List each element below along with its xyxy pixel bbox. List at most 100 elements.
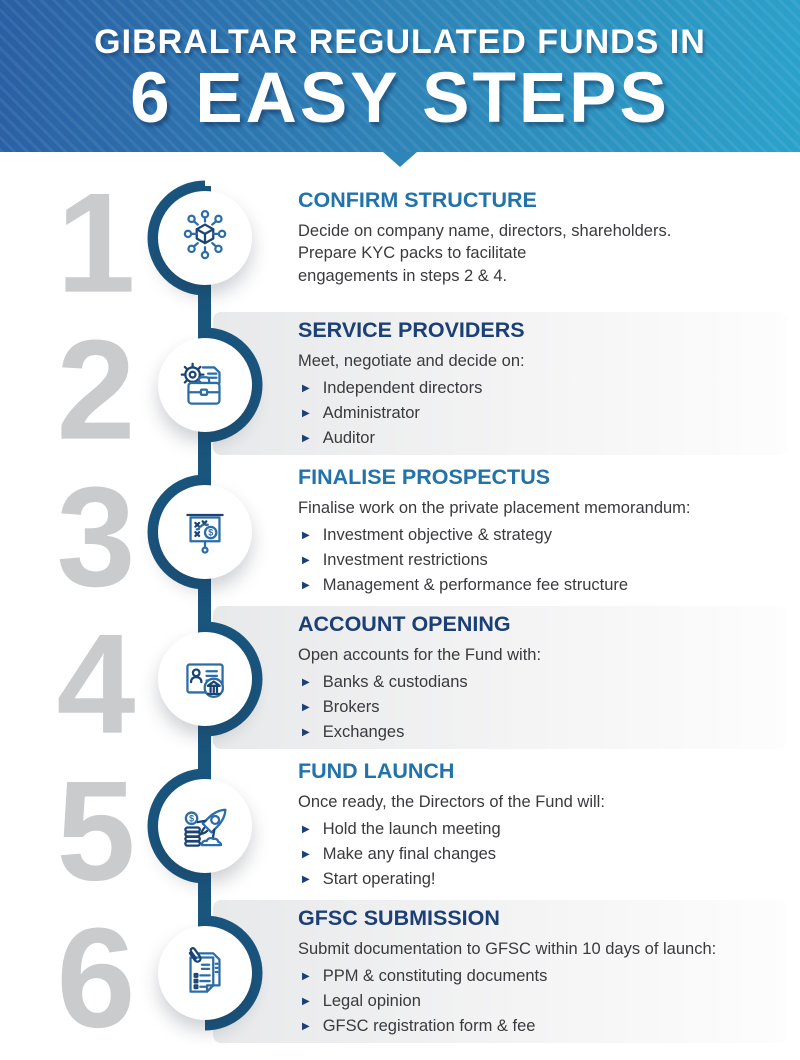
- bullet-item: ▶ Brokers: [298, 695, 784, 720]
- header-stripe-texture: [0, 0, 800, 152]
- bullet-list: ▶ Hold the launch meeting ▶ Make any final…: [298, 817, 784, 892]
- bullet-label: PPM & constituting documents: [322, 966, 548, 985]
- bullet-label: GFSC registration form & fee: [322, 1016, 536, 1035]
- bullet-item: ▶PPM & constituting documents: [298, 964, 784, 989]
- step-badge: $: [146, 767, 264, 885]
- header-title-line1: GIBRALTAR REGULATED FUNDS IN: [94, 23, 706, 61]
- row-background-band: [213, 312, 787, 455]
- ring-arc-right: [204, 621, 263, 736]
- bullet-item: ▶ Banks & custodians: [298, 670, 784, 695]
- step-description: Meet, negotiate and decide on:: [298, 352, 525, 371]
- bullet-arrow-icon: ▶: [302, 554, 310, 566]
- step-badge: [146, 914, 264, 1032]
- bullet-item: ▶ Auditor: [298, 426, 784, 451]
- step-description: Submit documentation to GFSC within 10 d…: [298, 940, 717, 959]
- step-text-block: FINALISE PROSPECTUS Finalise work on the…: [298, 458, 800, 605]
- bullet-arrow-icon: ▶: [302, 995, 310, 1007]
- step-text-block: FUND LAUNCH Once ready, the Directors of…: [298, 752, 800, 899]
- step-circle: [158, 190, 252, 285]
- bullet-item: ▶Investment objective & strategy: [298, 523, 784, 548]
- bullet-label: Management & performance fee structure: [322, 575, 629, 594]
- row-background-band: [213, 900, 787, 1043]
- svg-text:$: $: [208, 527, 213, 537]
- bullet-label: Hold the launch meeting: [322, 819, 501, 838]
- step-title: SERVICE PROVIDERS: [298, 318, 525, 343]
- svg-text:$: $: [189, 813, 194, 823]
- step-text-block: GFSC SUBMISSION Submit documentation to …: [298, 899, 800, 1046]
- bullet-label: Administrator: [322, 403, 420, 422]
- header-title-line2: 6 EASY STEPS: [130, 59, 670, 138]
- strategy-board-icon: $: [186, 513, 224, 554]
- step-number: 6: [56, 898, 136, 1058]
- step-description: Once ready, the Directors of the Fund wi…: [298, 793, 605, 812]
- bullet-label: Legal opinion: [322, 991, 421, 1010]
- bullet-arrow-icon: ▶: [302, 873, 310, 885]
- ring-arc-right: [204, 327, 263, 442]
- step-circle: $: [158, 778, 252, 873]
- step-number: 1: [56, 163, 136, 323]
- step-row-1: 1 CONFIRM STRU: [0, 163, 800, 323]
- bullet-label: Independent directors: [322, 378, 483, 397]
- step-row-6: 6: [0, 898, 800, 1058]
- step-badge: [146, 620, 264, 738]
- bullet-arrow-icon: ▶: [302, 726, 310, 738]
- bullet-list: ▶PPM & constituting documents ▶Legal opi…: [298, 964, 784, 1039]
- ring-arc-left: [147, 474, 206, 589]
- step-circle: [158, 631, 252, 726]
- bullet-item: ▶ Management & performance fee structure: [298, 573, 784, 598]
- step-description: Finalise work on the private placement m…: [298, 499, 691, 518]
- id-card-bank-icon: [186, 662, 225, 698]
- bullet-item: ▶ Administrator: [298, 401, 784, 426]
- step-badge: [146, 179, 264, 297]
- bullet-arrow-icon: ▶: [302, 1020, 310, 1032]
- ring-arc-left: [147, 768, 206, 883]
- bullet-arrow-icon: ▶: [302, 407, 310, 419]
- step-title: GFSC SUBMISSION: [298, 906, 500, 931]
- description-line: Prepare KYC packs to facilitate: [298, 244, 527, 263]
- bullet-item: ▶ Make any final changes: [298, 842, 784, 867]
- bullet-arrow-icon: ▶: [302, 382, 310, 394]
- bullet-label: Banks & custodians: [322, 672, 468, 691]
- step-text-block: SERVICE PROVIDERS Meet, negotiate and de…: [298, 311, 800, 458]
- step-circle: [158, 337, 252, 432]
- step-circle: $: [158, 484, 252, 579]
- step-number: 2: [56, 310, 136, 470]
- step-badge: $: [146, 473, 264, 591]
- step-number: 5: [56, 751, 136, 911]
- step-text-block: CONFIRM STRUCTURE Decide on company name…: [298, 164, 800, 311]
- bullet-arrow-icon: ▶: [302, 579, 310, 591]
- bullet-item: ▶ Start operating!: [298, 867, 784, 892]
- step-number: 4: [56, 604, 136, 764]
- description-line: Decide on company name, directors, share…: [298, 222, 672, 241]
- bullet-label: Make any final changes: [322, 844, 497, 863]
- bullet-label: Exchanges: [322, 722, 405, 741]
- bullet-label: Start operating!: [322, 869, 436, 888]
- bullet-item: ▶ Investment restrictions: [298, 548, 784, 573]
- bullet-list: ▶ Banks & custodians ▶ Brokers ▶ Exchanges: [298, 670, 784, 745]
- bullet-arrow-icon: ▶: [302, 676, 310, 688]
- header-banner: GIBRALTAR REGULATED FUNDS IN 6 EASY STEP…: [0, 0, 800, 152]
- step-title: ACCOUNT OPENING: [298, 612, 511, 637]
- description-line: engagements in steps 2 & 4.: [298, 266, 508, 285]
- bullet-label: Auditor: [322, 428, 375, 447]
- bullet-arrow-icon: ▶: [302, 701, 310, 713]
- step-description: Decide on company name, directors, share…: [298, 220, 784, 286]
- bullet-arrow-icon: ▶: [302, 848, 310, 860]
- header-notch-triangle: [383, 152, 417, 167]
- bullet-list: ▶ Independent directors ▶ Administrator ▶ A…: [298, 376, 784, 451]
- step-circle: [158, 925, 252, 1020]
- bullet-item: ▶ GFSC registration form & fee: [298, 1014, 784, 1039]
- documents-paperclip-icon: [188, 946, 221, 993]
- ring-arc-left: [147, 180, 206, 295]
- bullet-arrow-icon: ▶: [302, 432, 310, 444]
- step-text-block: ACCOUNT OPENING Open accounts for the Fu…: [298, 605, 800, 752]
- step-title: FUND LAUNCH: [298, 759, 455, 784]
- step-row-5: 5 $: [0, 751, 800, 911]
- step-title: CONFIRM STRUCTURE: [298, 188, 537, 213]
- step-row-2: 2: [0, 310, 800, 470]
- bullet-arrow-icon: ▶: [302, 529, 310, 541]
- bullet-item: ▶ Independent directors: [298, 376, 784, 401]
- bullet-label: Brokers: [322, 697, 380, 716]
- bullet-label: Investment restrictions: [322, 550, 488, 569]
- row-background-band: [213, 606, 787, 749]
